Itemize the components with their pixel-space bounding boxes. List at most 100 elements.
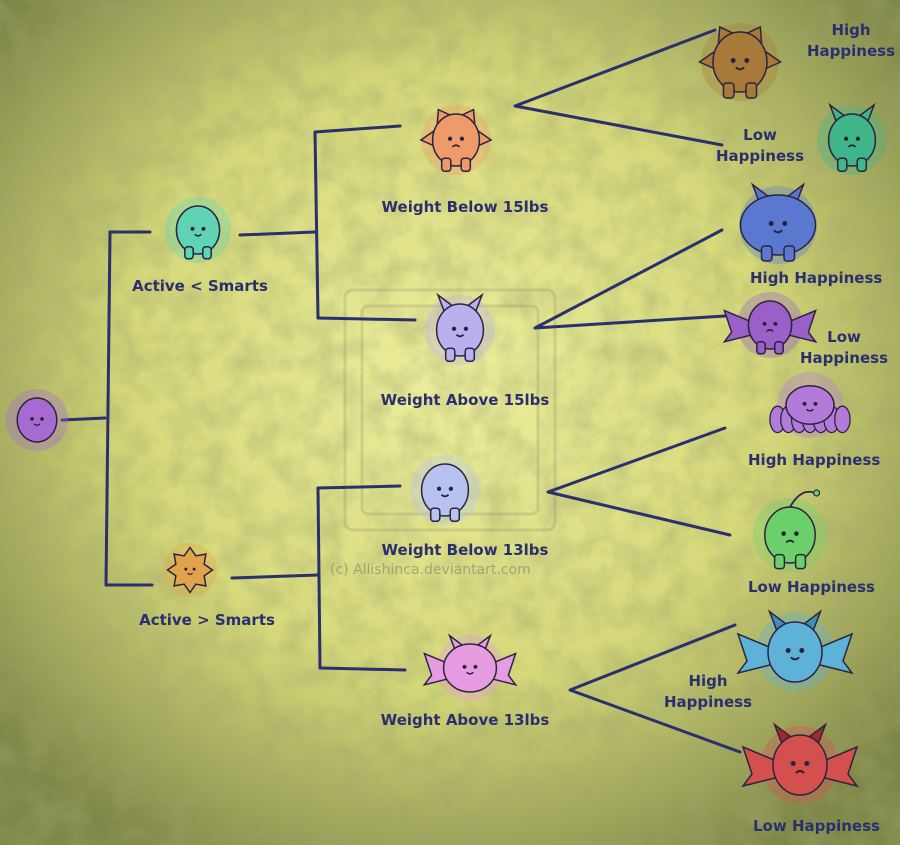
mouth xyxy=(785,539,795,544)
eye xyxy=(855,136,861,141)
body xyxy=(712,31,768,93)
mouth xyxy=(187,572,193,575)
body xyxy=(431,113,481,167)
leg xyxy=(460,157,472,172)
leg xyxy=(760,245,773,262)
label-leaf-2-line2: Happiness xyxy=(716,147,805,165)
label-active-less-smarts: Active < Smarts xyxy=(132,277,268,295)
creature-weight-above-15 xyxy=(425,292,495,365)
tentacle xyxy=(834,405,851,434)
eye xyxy=(762,321,767,326)
label-leaf-4-line2: Happiness xyxy=(800,349,889,367)
eye xyxy=(773,321,778,326)
branch-weight-above-15-leaves xyxy=(533,228,727,330)
label-weight-above-13: Weight Above 13lbs xyxy=(380,711,550,729)
eye xyxy=(744,58,750,63)
watermark-text: (c) Allishinca.deviantart.com xyxy=(330,562,531,578)
eye xyxy=(40,417,44,421)
creature-leaf-3 xyxy=(739,182,817,264)
mouth xyxy=(466,671,474,675)
leg xyxy=(836,157,848,172)
leg xyxy=(773,553,786,570)
label-leaf-3: High Happiness xyxy=(750,269,883,287)
body xyxy=(166,546,214,594)
body xyxy=(739,194,817,256)
eye xyxy=(804,761,810,766)
mouth xyxy=(440,493,450,498)
branch-to-weight-below-15 xyxy=(313,124,402,134)
eye xyxy=(201,226,206,231)
mouth xyxy=(455,333,465,338)
branch-active-less-split xyxy=(313,130,320,320)
eye xyxy=(768,221,774,226)
eye xyxy=(473,664,478,669)
eye xyxy=(463,326,469,331)
leg xyxy=(184,246,194,260)
leg xyxy=(774,341,784,355)
eye xyxy=(192,567,196,571)
label-leaf-1-line2: Happiness xyxy=(807,42,896,60)
mouth xyxy=(766,329,774,333)
creature-leaf-1 xyxy=(697,23,783,101)
creature-leaf-6 xyxy=(753,489,827,572)
label-leaf-7-line2: Happiness xyxy=(664,693,753,711)
eye xyxy=(781,531,786,536)
creature-leaf-4 xyxy=(722,292,818,358)
creature-weight-above-13 xyxy=(422,633,518,701)
branch-to-weight-above-13 xyxy=(318,666,407,672)
branch-root xyxy=(60,416,107,422)
eye xyxy=(451,326,457,331)
eye xyxy=(30,417,34,421)
eye xyxy=(794,531,799,536)
mouth xyxy=(451,144,461,148)
label-weight-below-13: Weight Below 13lbs xyxy=(381,541,549,559)
mouth xyxy=(790,656,800,661)
antenna-tip xyxy=(812,489,821,497)
eye xyxy=(782,221,788,226)
creature-leaf-5 xyxy=(769,372,851,438)
mouth xyxy=(773,229,783,234)
leg xyxy=(794,553,807,570)
leg xyxy=(449,507,461,522)
body xyxy=(747,300,793,350)
branch-to-weight-below-13 xyxy=(316,484,402,490)
eye xyxy=(799,648,805,653)
eye xyxy=(448,486,454,491)
eye xyxy=(730,58,736,63)
creature-weight-below-15 xyxy=(419,105,493,175)
leg xyxy=(783,245,796,262)
label-active-greater-smarts: Active > Smarts xyxy=(139,611,275,629)
branch-active-less-out xyxy=(238,230,317,237)
label-leaf-2: Low Happiness xyxy=(716,125,804,167)
eye xyxy=(447,136,453,141)
creature-active-greater-smarts xyxy=(163,543,217,597)
creature-leaf-2 xyxy=(817,102,887,175)
eye xyxy=(843,136,849,141)
label-leaf-5: High Happiness xyxy=(748,451,881,469)
body xyxy=(442,643,498,693)
branch-active-greater-out xyxy=(230,573,320,580)
branch-weight-below-13-leaves xyxy=(546,426,732,537)
leg xyxy=(429,507,441,522)
eye xyxy=(190,226,195,231)
leg xyxy=(444,347,456,362)
branch-to-weight-above-15 xyxy=(316,316,417,322)
creature-leaf-7 xyxy=(736,609,854,691)
label-leaf-8: Low Happiness xyxy=(753,817,880,835)
leg xyxy=(440,157,452,172)
mouth xyxy=(33,423,41,427)
mouth xyxy=(806,408,814,412)
body xyxy=(175,205,221,255)
creature-active-less-smarts xyxy=(165,197,231,263)
label-leaf-1: High Happiness xyxy=(807,20,895,62)
branch-weight-below-15-leaves xyxy=(513,28,724,147)
body xyxy=(827,113,877,167)
leg xyxy=(202,246,212,260)
eye xyxy=(802,401,807,406)
body xyxy=(435,303,485,357)
eye xyxy=(436,486,442,491)
label-leaf-4-line1: Low xyxy=(827,328,861,346)
leg xyxy=(856,157,868,172)
label-leaf-7-line1: High xyxy=(688,672,728,690)
antenna xyxy=(789,490,816,508)
